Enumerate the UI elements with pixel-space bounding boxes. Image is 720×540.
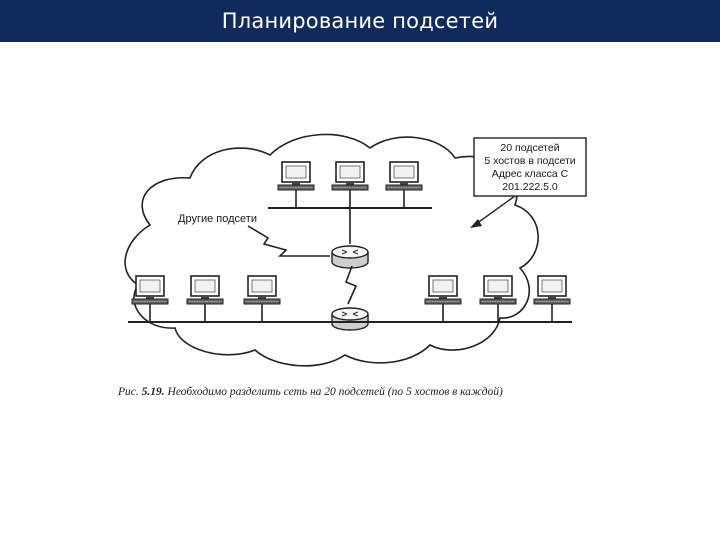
info-box-line: 201.222.5.0 bbox=[502, 181, 558, 193]
workstation-icon bbox=[424, 275, 462, 305]
workstation-icon bbox=[385, 161, 423, 191]
workstation-icon bbox=[186, 275, 224, 305]
network-cloud bbox=[124, 133, 539, 367]
workstation-icon bbox=[479, 275, 517, 305]
workstation-icon bbox=[131, 275, 169, 305]
router-icon bbox=[331, 307, 369, 331]
info-box-line: Адрес класса С bbox=[492, 168, 569, 180]
figure-caption: Рис. 5.19. Необходимо разделить сеть на … bbox=[118, 386, 618, 398]
caption-prefix: Рис. bbox=[118, 386, 139, 398]
serial-link bbox=[344, 265, 358, 305]
slide-title-bar: Планирование подсетей bbox=[0, 0, 720, 42]
slide-title: Планирование подсетей bbox=[221, 9, 499, 33]
info-box-line: 5 хостов в подсети bbox=[484, 155, 575, 167]
workstation-icon bbox=[243, 275, 281, 305]
other-subnets-label: Другие подсети bbox=[178, 213, 257, 225]
caption-number: 5.19. bbox=[141, 386, 165, 398]
info-arrow bbox=[475, 195, 516, 225]
info-box-line: 20 подсетей bbox=[500, 142, 559, 154]
router-icon bbox=[331, 245, 369, 269]
workstation-icon bbox=[331, 161, 369, 191]
caption-text: Необходимо разделить сеть на 20 подсетей… bbox=[167, 386, 503, 398]
workstation-icon bbox=[533, 275, 571, 305]
arrow-head-icon bbox=[470, 219, 482, 228]
wan-link bbox=[247, 225, 330, 257]
info-box bbox=[473, 137, 587, 197]
workstation-icon bbox=[277, 161, 315, 191]
